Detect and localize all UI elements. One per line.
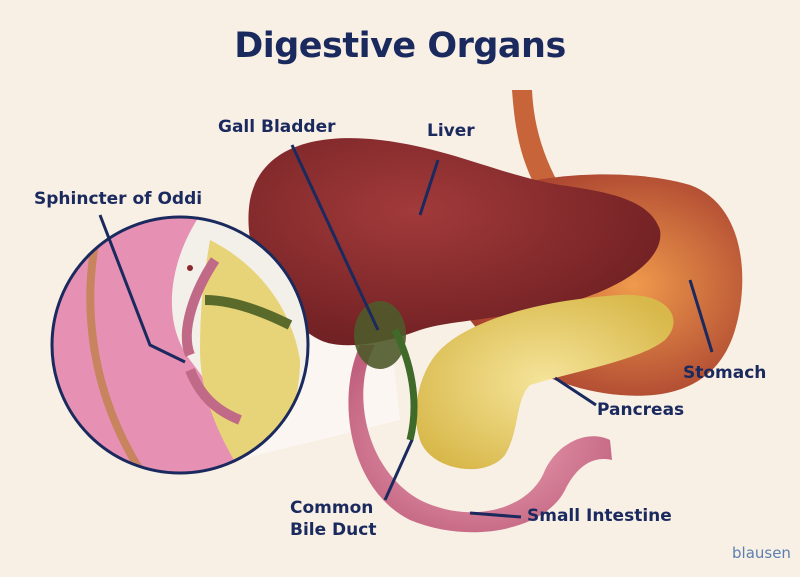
label-gall-bladder: Gall Bladder: [218, 117, 336, 137]
label-small-intestine: Small Intestine: [527, 506, 672, 526]
pancreas: [416, 294, 674, 470]
inset-border: [50, 215, 310, 475]
sphincter-inset: [52, 217, 308, 473]
label-sphincter-of-oddi: Sphincter of Oddi: [34, 189, 203, 209]
liver: [248, 138, 661, 346]
stomach-leader: [688, 279, 714, 353]
gall-bladder: [354, 301, 406, 369]
liver-leader: [418, 159, 440, 216]
label-liver: Liver: [427, 121, 475, 141]
small-intestine: [348, 345, 612, 533]
label-common-bile-duct-line1: Common: [290, 498, 374, 518]
label-common-bile-duct: Common Bile Duct: [290, 497, 376, 541]
pancreas-leader: [554, 376, 597, 407]
sphincter-leader: [98, 214, 186, 364]
page-title: Digestive Organs: [234, 26, 566, 66]
label-common-bile-duct-line2: Bile Duct: [290, 520, 377, 540]
blausen-logo: blausen: [732, 544, 791, 562]
small-intestine-leader: [469, 511, 522, 519]
esophagus: [512, 90, 562, 195]
label-pancreas: Pancreas: [597, 400, 685, 420]
gall-bladder-leader: [290, 144, 380, 331]
bile-duct: [391, 328, 418, 441]
common-bile-duct-leader: [383, 439, 414, 501]
label-stomach: Stomach: [683, 363, 767, 383]
